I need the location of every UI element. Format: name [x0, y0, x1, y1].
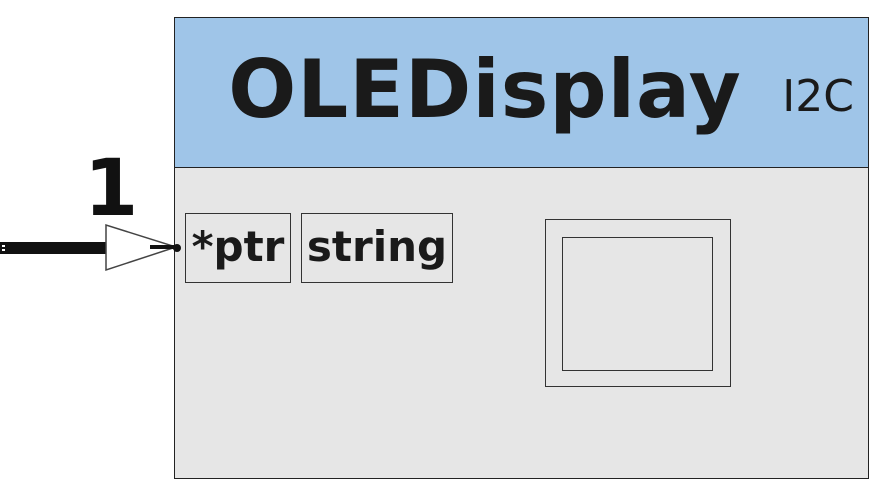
input-wire[interactable]: [0, 242, 108, 254]
screen-inner-frame: [562, 237, 713, 371]
protocol-label: I2C: [782, 71, 854, 122]
block-header: OLEDisplay I2C: [175, 18, 868, 168]
screen-icon: [545, 219, 731, 387]
input-pin-pointer-label[interactable]: *ptr: [185, 213, 291, 283]
input-pin-type-label[interactable]: string: [301, 213, 453, 283]
block-title: OLEDisplay: [228, 43, 742, 136]
oled-display-block[interactable]: OLEDisplay I2C: [174, 17, 869, 479]
input-pin-number: 1: [84, 144, 139, 234]
